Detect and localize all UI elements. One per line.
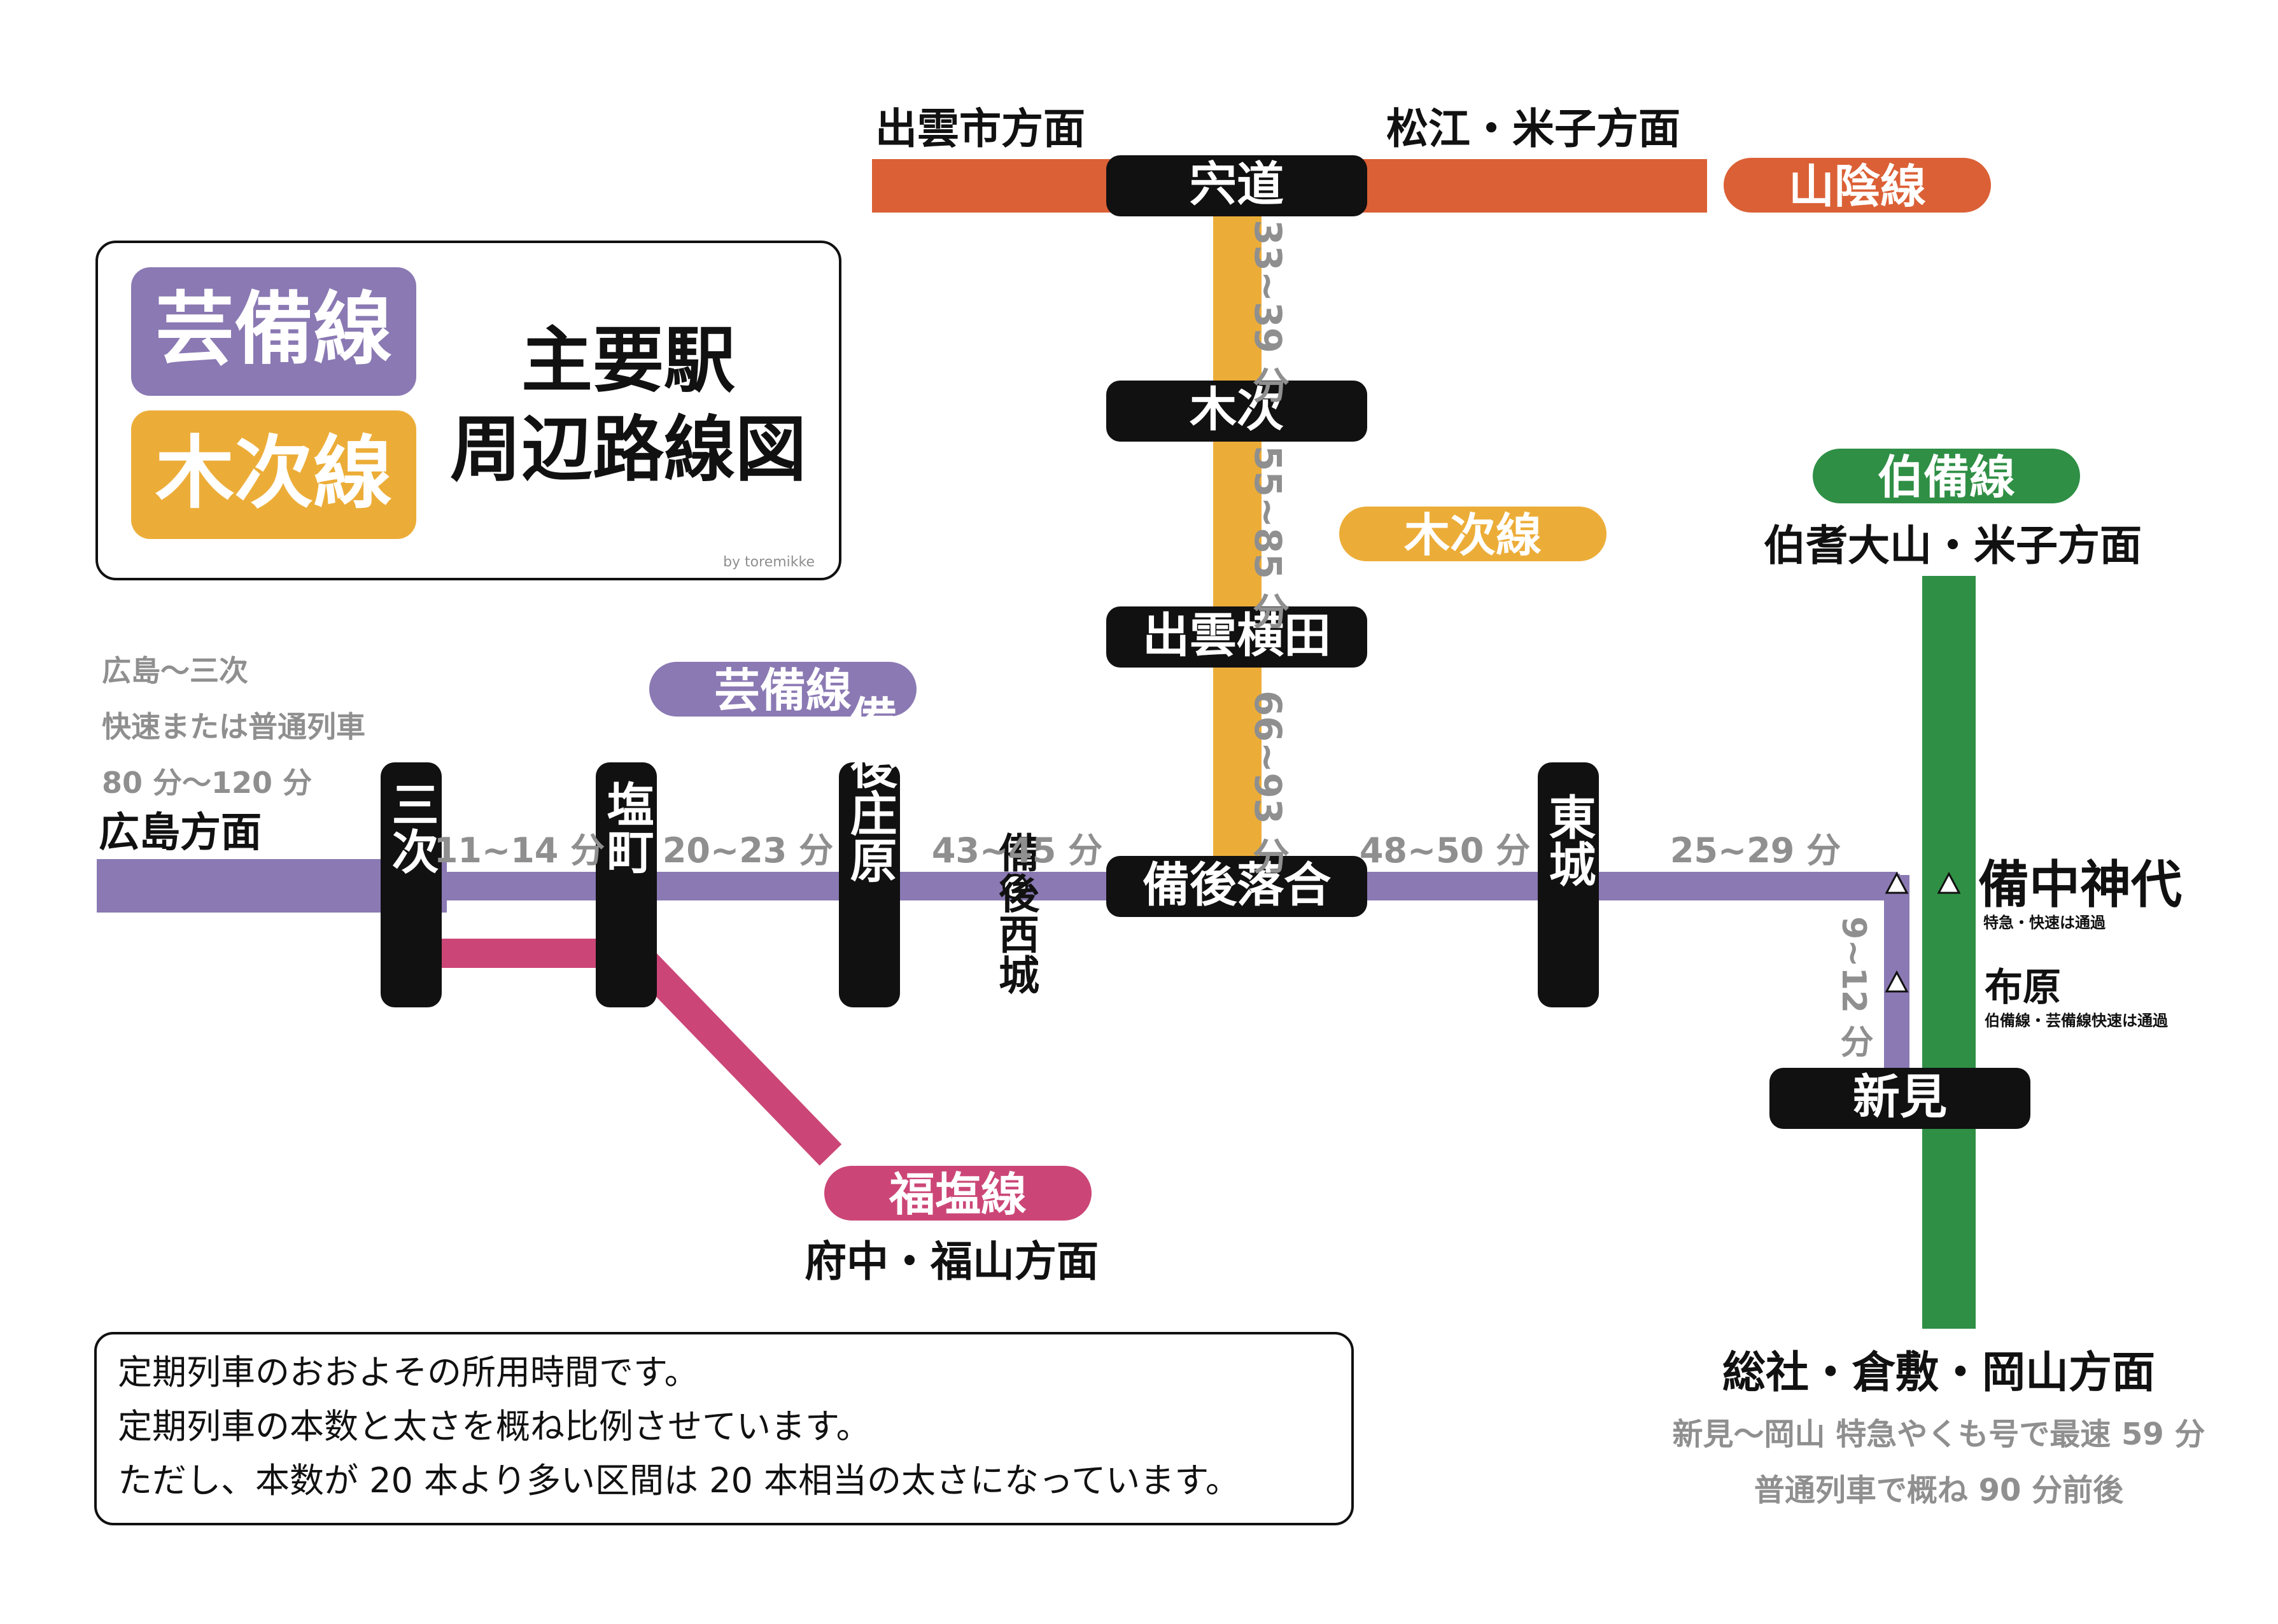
station-nunohara-label: 布原 <box>1985 965 2061 1010</box>
time-yokota-ochiai: 66~93 分 <box>1246 690 1290 874</box>
footnote-line2: 定期列車の本数と太さを概ね比例させています。 <box>118 1406 871 1446</box>
time-shobara-ochiai: 43~45 分 <box>932 830 1102 871</box>
legend-kisuki-label: 木次線 <box>155 428 392 519</box>
station-shinji <box>1106 155 1367 216</box>
hiroshima-note: 広島〜三次 快速または普通列車 80 分〜120 分 <box>102 654 365 800</box>
station-bingo-shobara <box>839 762 900 1007</box>
station-izumo-yokota-label: 出雲横田 <box>1143 608 1331 663</box>
hiroshima-note-line2: 快速または普通列車 <box>102 710 365 744</box>
station-shiomachi-label: 塩町 <box>599 780 654 874</box>
minor-stations: 備後西城 備中神代 特急・快速は通過 布原 伯備線・芸備線快速は通過 <box>992 832 2182 1030</box>
legend-geibi-label: 芸備線 <box>155 284 392 375</box>
station-izumo-yokota <box>1106 606 1367 668</box>
station-niimi <box>1769 1068 2030 1129</box>
geibi-line-to-kojiro <box>1572 875 1909 900</box>
fukuen-line-diagonal <box>628 947 842 1166</box>
legend-box: 芸備線 木次線 主要駅 周辺路線図 by toremikke <box>95 241 841 580</box>
time-kisuki-yokota: 55~85 分 <box>1246 445 1290 629</box>
station-tojo-label: 東城 <box>1541 793 1596 887</box>
time-tojo-kojiro: 25~29 分 <box>1670 830 1841 871</box>
footnote-box: 定期列車のおおよその所用時間です。 定期列車の本数と太さを概ね比例させています。… <box>94 1332 1354 1525</box>
page-title-line2: 周辺路線図 <box>450 409 806 491</box>
station-miyoshi-label: 三次 <box>384 780 439 874</box>
direction-hoki: 伯耆大山・米子方面 <box>1764 521 2142 570</box>
direction-soja: 総社・倉敷・岡山方面 <box>1722 1348 2155 1398</box>
station-nunohara-note: 伯備線・芸備線快速は通過 <box>1985 1012 2169 1030</box>
direction-hiroshima: 広島方面 <box>99 809 262 857</box>
hakubi-line <box>1922 576 1976 1329</box>
kojiro-marker-hakubi <box>1937 871 1961 894</box>
hiroshima-note-line1: 広島〜三次 <box>102 654 248 688</box>
okayama-note: 新見〜岡山 特急やくも号で最速 59 分 普通列車で概ね 90 分前後 <box>1673 1417 2205 1508</box>
okayama-note-line2: 普通列車で概ね 90 分前後 <box>1754 1473 2124 1508</box>
station-kisuki <box>1106 381 1367 442</box>
hakubi-badge <box>1813 449 2080 503</box>
geibi-badge <box>649 662 917 717</box>
station-bitchu-kojiro-label: 備中神代 <box>1978 855 2182 914</box>
station-shiomachi <box>596 762 657 1007</box>
time-shiomachi-shobara: 20~23 分 <box>663 830 833 871</box>
stations-vertical: 三次 塩町 備後庄原 東城 <box>381 695 1599 1007</box>
legend-geibi-badge <box>131 267 416 396</box>
direction-matsue: 松江・米子方面 <box>1386 104 1680 153</box>
fukuen-badge-label: 福塩線 <box>889 1168 1027 1221</box>
page-title-line1: 主要駅 <box>521 319 735 402</box>
station-bingo-shobara-label: 備後庄原 <box>842 695 897 883</box>
hakubi-badge-label: 伯備線 <box>1878 451 2015 504</box>
time-shinji-kisuki: 33~39 分 <box>1246 220 1290 403</box>
station-tojo <box>1538 762 1599 1007</box>
footnote-line1: 定期列車のおおよその所用時間です。 <box>118 1352 699 1392</box>
station-kisuki-label: 木次 <box>1190 382 1284 437</box>
kisuki-line <box>1213 191 1262 865</box>
station-shinji-label: 宍道 <box>1190 157 1284 212</box>
okayama-note-line1: 新見〜岡山 特急やくも号で最速 59 分 <box>1673 1417 2205 1452</box>
line-badges: 山陰線 木次線 芸備線 伯備線 福塩線 <box>649 158 2080 1221</box>
footnote-line3: ただし、本数が 20 本より多い区間は 20 本相当の太さになっています。 <box>118 1460 1240 1501</box>
direction-fuchu: 府中・福山方面 <box>805 1237 1099 1286</box>
legend-kisuki-badge <box>131 410 416 539</box>
time-miyoshi-shiomachi: 11~14 分 <box>434 830 605 871</box>
time-ochiai-tojo: 48~50 分 <box>1360 830 1530 871</box>
fukuen-badge <box>824 1166 1092 1221</box>
kisuki-badge <box>1339 507 1607 561</box>
credit-text: by toremikke <box>723 554 815 570</box>
nunohara-marker <box>1885 970 1909 993</box>
station-niimi-label: 新見 <box>1853 1070 1947 1124</box>
station-miyoshi <box>381 762 442 1007</box>
geibi-badge-label: 芸備線 <box>714 664 852 717</box>
travel-times: 33~39 分 55~85 分 66~93 分 11~14 分 20~23 分 … <box>434 220 1873 1058</box>
stations-horizontal: 宍道 木次 出雲横田 備後落合 新見 <box>1106 155 2030 1129</box>
station-bingo-ochiai-label: 備後落合 <box>1143 858 1331 913</box>
direction-izumoshi: 出雲市方面 <box>875 104 1085 153</box>
station-bingo-saijo-label: 備後西城 <box>992 832 1039 995</box>
time-kojiro-niimi: 9~12 分 <box>1834 916 1873 1058</box>
kisuki-badge-label: 木次線 <box>1404 508 1542 562</box>
station-bingo-saijo-marker <box>1002 874 1028 899</box>
sanin-badge <box>1724 158 1991 213</box>
kojiro-marker-geibi <box>1885 871 1909 894</box>
hiroshima-note-line3: 80 分〜120 分 <box>102 766 312 800</box>
station-bitchu-kojiro-note: 特急・快速は通過 <box>1983 914 2106 932</box>
station-bingo-ochiai <box>1106 856 1367 917</box>
sanin-badge-label: 山陰線 <box>1789 160 1926 213</box>
direction-labels: 出雲市方面 松江・米子方面 広島方面 伯耆大山・米子方面 府中・福山方面 総社・… <box>99 104 2155 1398</box>
